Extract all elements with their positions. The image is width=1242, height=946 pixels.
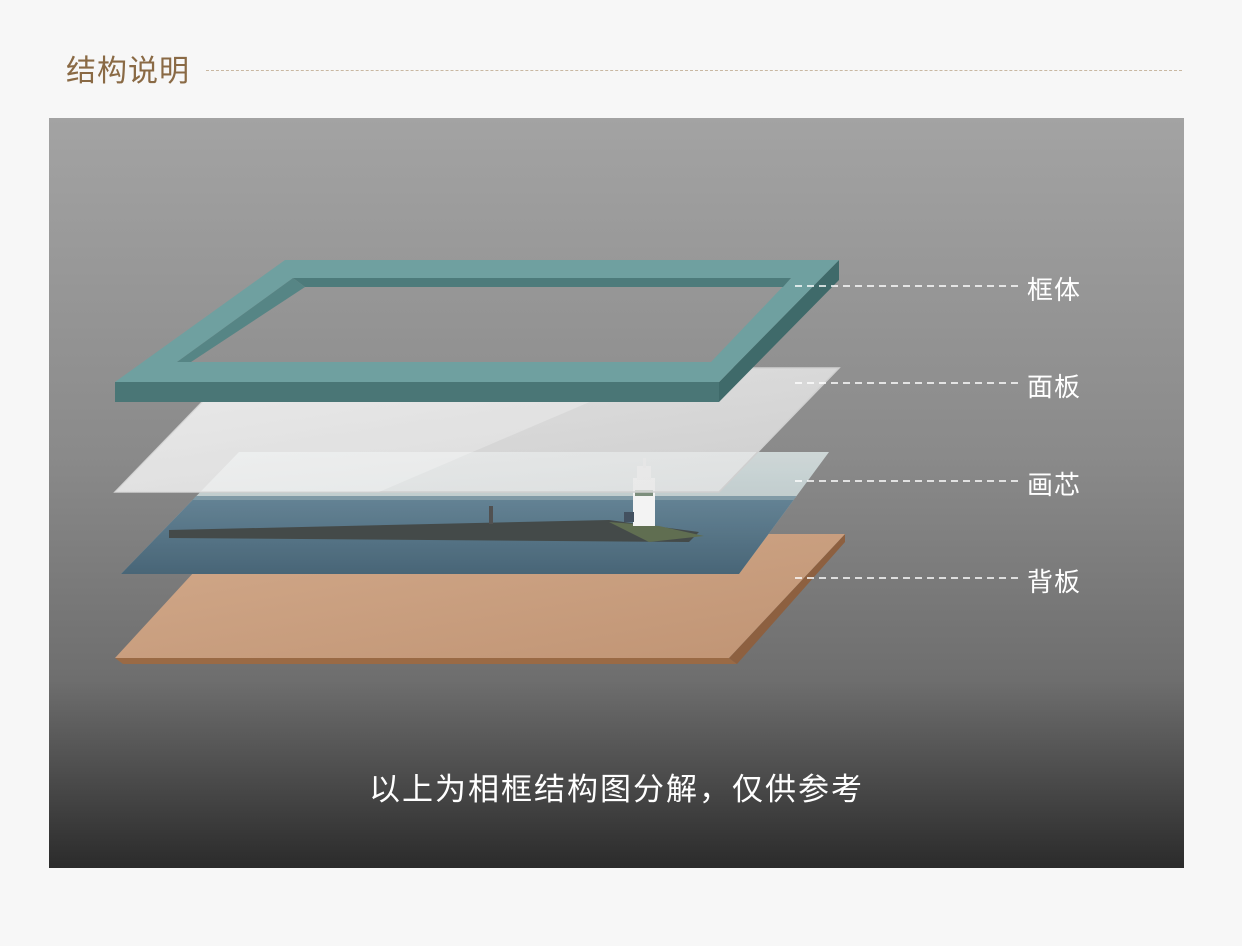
- label-back: 背板: [1027, 568, 1082, 598]
- exploded-view: 框体 面板 画芯 背板 以上为相框结构图分解，仅供参考: [49, 118, 1184, 868]
- disclaimer-caption: 以上为相框结构图分解，仅供参考: [369, 772, 864, 808]
- leader-lines: [795, 285, 1019, 579]
- section-header: 结构说明: [66, 46, 1182, 90]
- header-divider: [206, 69, 1182, 71]
- label-panel: 面板: [1027, 373, 1082, 403]
- label-frame: 框体: [1027, 276, 1082, 306]
- label-core: 画芯: [1027, 471, 1082, 501]
- frame-body-layer: [115, 260, 839, 402]
- section-title: 结构说明: [66, 54, 190, 89]
- layers-illustration: [113, 260, 1019, 664]
